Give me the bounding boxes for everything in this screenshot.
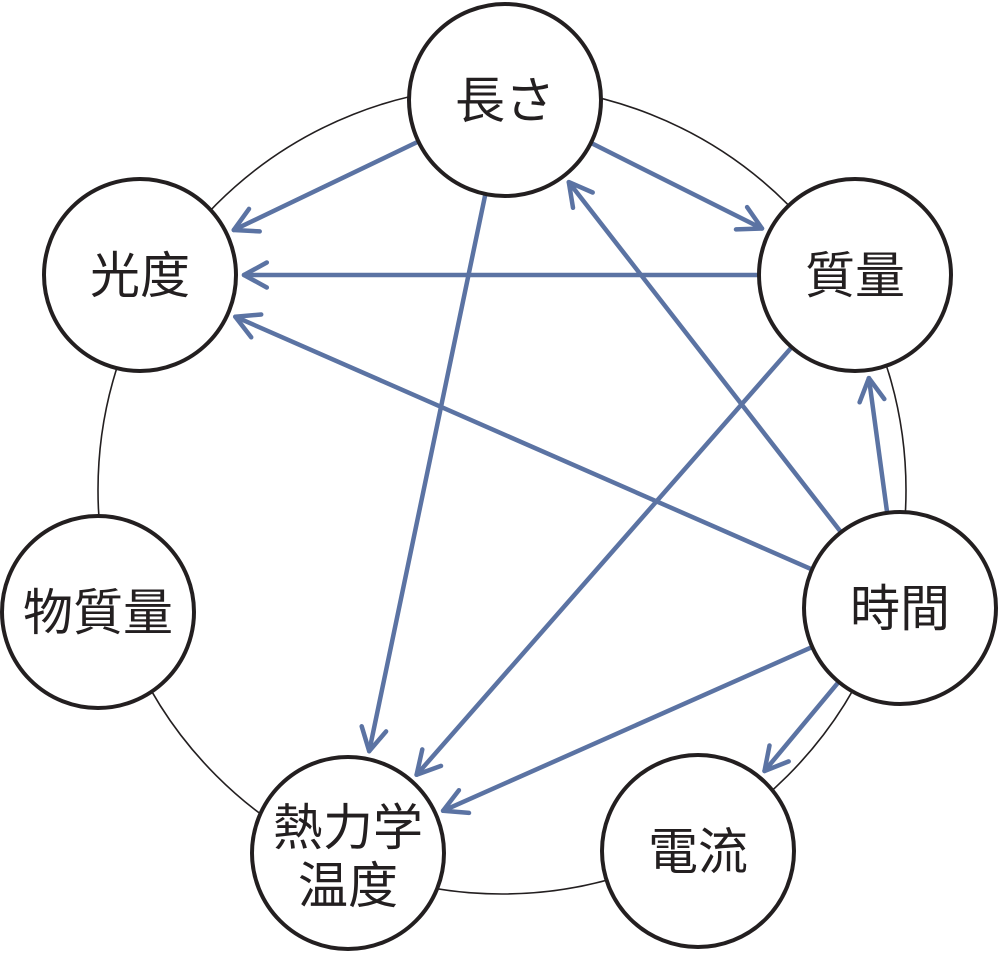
arrowhead-time-to-mass	[857, 375, 887, 405]
node-current-circle	[600, 753, 796, 949]
edge-time-to-luminous	[233, 314, 813, 571]
node-time-label: 時間	[850, 580, 950, 638]
arrowhead-time-to-luminous	[233, 312, 264, 340]
node-length: 長さ	[407, 2, 603, 198]
node-luminous-circle	[42, 177, 238, 373]
node-current: 電流	[600, 753, 796, 949]
edge-time-to-current	[762, 681, 840, 774]
node-length-circle	[407, 2, 603, 198]
node-amount: 物質量	[0, 514, 196, 710]
node-luminous-label: 光度	[90, 247, 190, 305]
arrowhead-length-to-temperature	[359, 724, 389, 754]
node-luminous: 光度	[42, 177, 238, 373]
arrowhead-time-to-temperature	[440, 787, 472, 816]
node-amount-label: 物質量	[23, 584, 173, 642]
edge-time-to-length	[566, 179, 843, 533]
arrowhead-length-to-luminous	[231, 206, 262, 234]
node-mass-circle	[757, 177, 953, 373]
arrowhead-time-to-current	[762, 743, 791, 774]
node-time: 時間	[802, 510, 998, 706]
edge-length-to-luminous	[231, 140, 419, 233]
edge-length-to-temperature	[366, 193, 488, 754]
edge-time-to-mass	[866, 375, 890, 514]
edge-mass-to-temperature	[414, 346, 793, 778]
node-amount-circle	[0, 514, 196, 710]
node-time-circle	[802, 510, 998, 706]
node-temperature: 熱力学 温度	[250, 755, 446, 951]
arrowhead-mass-to-luminous	[241, 260, 270, 290]
node-mass-label: 質量	[805, 247, 905, 305]
arrowhead-length-to-mass	[733, 204, 765, 232]
arrowhead-time-to-length	[566, 179, 595, 211]
node-mass: 質量	[757, 177, 953, 373]
edge-length-to-mass	[590, 141, 765, 231]
node-current-label: 電流	[648, 823, 748, 881]
node-temperature-label-line2: 温度	[298, 857, 398, 915]
node-temperature-label-line1: 熱力学	[273, 799, 423, 857]
edge-time-to-temperature	[440, 645, 813, 814]
edges-layer	[231, 140, 890, 816]
node-temperature-circle	[250, 755, 446, 951]
node-length-label: 長さ	[455, 72, 555, 130]
arrowhead-mass-to-temperature	[414, 747, 444, 778]
